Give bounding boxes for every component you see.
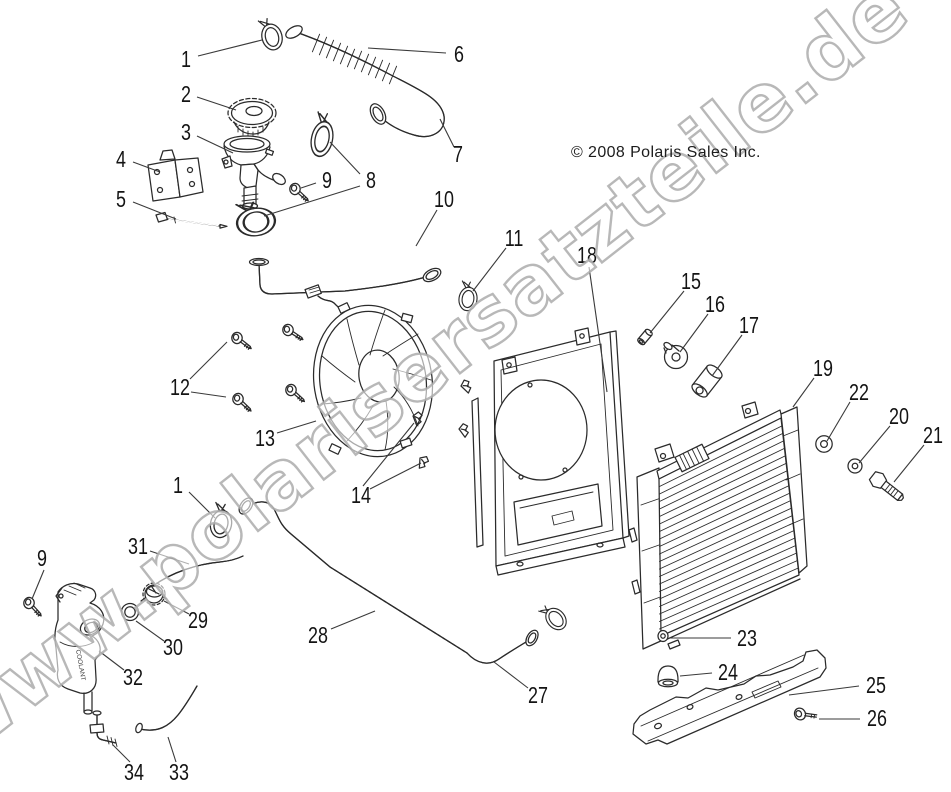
rubber-mount-drawing bbox=[663, 341, 689, 370]
bracket-screw-drawing bbox=[793, 707, 818, 721]
callout-19-18: 19 bbox=[813, 356, 833, 382]
callout-16-15: 16 bbox=[705, 292, 725, 318]
leader-line-32-31 bbox=[98, 650, 125, 671]
leader-line-4-3 bbox=[132, 161, 161, 173]
callout-30-29: 30 bbox=[163, 635, 183, 661]
grommet-drawing bbox=[657, 665, 679, 688]
callout-32-31: 32 bbox=[123, 665, 143, 691]
callout-9-34: 9 bbox=[37, 546, 47, 572]
callout-1-0: 1 bbox=[181, 47, 191, 73]
callout-14-13: 14 bbox=[351, 483, 371, 509]
leader-line-24-23 bbox=[679, 672, 713, 677]
leader-line-7-6 bbox=[439, 118, 455, 148]
callout-25-24: 25 bbox=[866, 673, 886, 699]
radiator-cap-drawing bbox=[227, 97, 277, 138]
o-ring-drawing bbox=[120, 602, 140, 622]
leader-line-10-9 bbox=[415, 209, 438, 247]
callout-22-21: 22 bbox=[849, 380, 869, 406]
callout-31-30: 31 bbox=[128, 534, 148, 560]
bottle-cap-drawing bbox=[140, 582, 168, 606]
leader-line-13-12 bbox=[276, 420, 317, 434]
leader-line-1-35 bbox=[188, 491, 216, 519]
coolant-bottle-drawing: COOLANT bbox=[54, 582, 105, 715]
callout-4-3: 4 bbox=[116, 147, 126, 173]
leader-line-11-10 bbox=[472, 247, 507, 292]
leader-line-14-13 bbox=[362, 422, 415, 487]
leader-line-34-33 bbox=[112, 744, 131, 763]
leader-line-17-16 bbox=[711, 334, 743, 377]
callout-6-5: 6 bbox=[454, 42, 464, 68]
cooling-fan-drawing bbox=[304, 284, 434, 458]
leader-line-19-18 bbox=[792, 377, 815, 408]
copyright-notice: © 2008 Polaris Sales Inc. bbox=[571, 144, 761, 161]
washer-20-drawing bbox=[847, 458, 863, 474]
callout-29-28: 29 bbox=[188, 608, 208, 634]
leader-line-22-21 bbox=[826, 401, 851, 442]
leader-line-25-24 bbox=[788, 685, 860, 696]
leader-line-16-15 bbox=[679, 313, 709, 353]
callout-21-20: 21 bbox=[923, 423, 943, 449]
leader-line-6-5 bbox=[367, 47, 447, 54]
leader-line-9-34 bbox=[31, 569, 45, 600]
callout-9-8: 9 bbox=[322, 168, 332, 194]
leader-line-12-11 bbox=[190, 391, 227, 398]
leader-line-20-19 bbox=[858, 425, 891, 464]
watermark-text: www.polarisersatzteile.de bbox=[0, 0, 926, 776]
upper-radiator-hose-drawing bbox=[284, 23, 444, 136]
callout-34-33: 34 bbox=[124, 760, 144, 786]
callout-26-25: 26 bbox=[867, 706, 887, 732]
leader-line-2-1 bbox=[196, 96, 237, 111]
leader-line-9-8 bbox=[300, 182, 317, 189]
leader-line-21-20 bbox=[893, 444, 925, 483]
callout-8-7: 8 bbox=[366, 168, 376, 194]
leader-line-14-13 bbox=[369, 462, 422, 490]
leader-line-18-17 bbox=[588, 266, 608, 393]
leader-line-15-14 bbox=[649, 290, 685, 334]
callout-7-6: 7 bbox=[453, 142, 463, 168]
leader-line-30-29 bbox=[135, 620, 165, 642]
leader-line-33-32 bbox=[167, 736, 177, 763]
mount-bracket-drawing bbox=[632, 649, 827, 745]
leader-line-12-11 bbox=[189, 341, 228, 380]
leader-line-27-26 bbox=[493, 661, 529, 689]
leader-line-5-4 bbox=[132, 201, 177, 220]
callout-13-12: 13 bbox=[255, 426, 275, 452]
callout-27-26: 27 bbox=[528, 683, 548, 709]
callout-3-2: 3 bbox=[181, 120, 191, 146]
callout-12-11: 12 bbox=[170, 375, 190, 401]
callout-10-9: 10 bbox=[434, 187, 454, 213]
callout-33-32: 33 bbox=[169, 760, 189, 786]
bolt-21-drawing bbox=[868, 471, 904, 502]
callout-15-14: 15 bbox=[681, 269, 701, 295]
drain-hose-drawing bbox=[135, 686, 197, 734]
leader-line-3-2 bbox=[196, 135, 234, 154]
leader-line-8-7 bbox=[263, 185, 361, 217]
leader-line-31-30 bbox=[149, 550, 190, 565]
leader-line-28-27 bbox=[330, 610, 376, 630]
middle-hose-drawing bbox=[248, 259, 442, 295]
leader-line-1-0 bbox=[197, 39, 263, 57]
callout-23-22: 23 bbox=[737, 626, 757, 652]
fan-shroud-drawing bbox=[471, 327, 630, 576]
leader-line-8-7 bbox=[329, 141, 361, 175]
callout-18-17: 18 bbox=[577, 243, 597, 269]
callout-20-19: 20 bbox=[889, 404, 909, 430]
radiator-drawing bbox=[628, 401, 808, 650]
callout-28-27: 28 bbox=[308, 623, 328, 649]
leader-line-29-28 bbox=[163, 600, 190, 615]
callout-24-23: 24 bbox=[718, 660, 738, 686]
mount-bushing-drawing bbox=[637, 328, 653, 346]
callout-5-4: 5 bbox=[116, 187, 126, 213]
overflow-hose-drawing bbox=[238, 495, 539, 663]
elbow-fitting-drawing bbox=[89, 710, 117, 747]
callout-17-16: 17 bbox=[739, 313, 759, 339]
callout-11-10: 11 bbox=[505, 226, 524, 252]
callout-2-1: 2 bbox=[181, 82, 191, 108]
callout-1-35: 1 bbox=[173, 473, 183, 499]
